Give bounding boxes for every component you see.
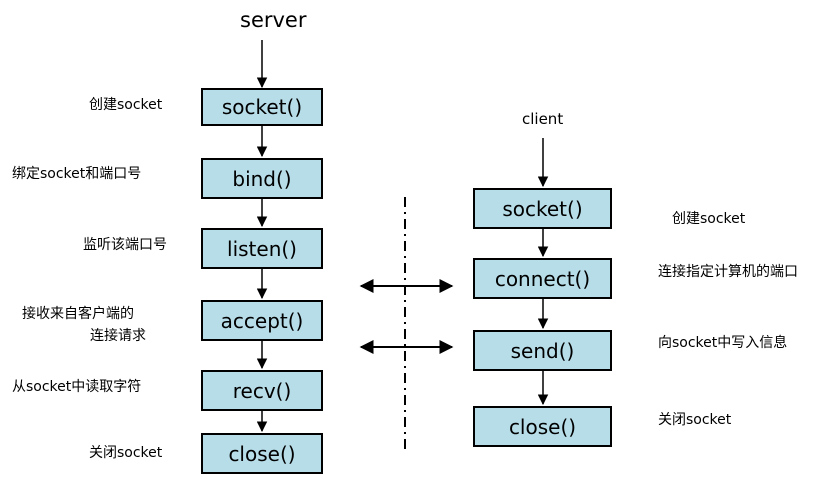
server-bind-note: 绑定socket和端口号 [12,166,142,182]
server-recv-label: recv() [232,378,292,403]
client-close-note: 关闭socket [658,412,732,428]
server-close-label: close() [228,441,296,466]
server-socket-note: 创建socket [89,97,163,113]
server-listen-note: 监听该端口号 [83,237,167,253]
client-send-box: send() [473,330,612,371]
server-close-note: 关闭socket [89,445,163,461]
server-accept-label: accept() [220,308,304,333]
server-bind-box: bind() [201,158,323,199]
client-connect-box: connect() [473,258,612,299]
client-connect-label: connect() [494,266,591,291]
server-close-box: close() [201,433,323,474]
client-socket-note: 创建socket [672,211,746,227]
client-socket-box: socket() [473,188,612,229]
client-connect-note: 连接指定计算机的端口 [658,264,798,280]
server-title: server [240,8,307,32]
server-bind-label: bind() [232,166,292,191]
server-accept-note-line1: 接收来自客户端的 [22,306,134,322]
server-recv-note: 从socket中读取字符 [12,379,142,395]
server-socket-box: socket() [201,88,323,126]
client-close-label: close() [508,414,577,439]
server-listen-box: listen() [201,228,323,269]
client-send-note: 向socket中写入信息 [658,335,788,351]
client-title: client [522,110,564,128]
client-socket-label: socket() [502,196,583,221]
server-accept-box: accept() [201,300,323,341]
server-accept-note-line2: 连接请求 [90,328,146,344]
client-close-box: close() [473,406,612,447]
client-send-label: send() [510,338,575,363]
server-listen-label: listen() [227,236,297,261]
server-socket-label: socket() [221,95,303,119]
server-recv-box: recv() [201,370,323,411]
